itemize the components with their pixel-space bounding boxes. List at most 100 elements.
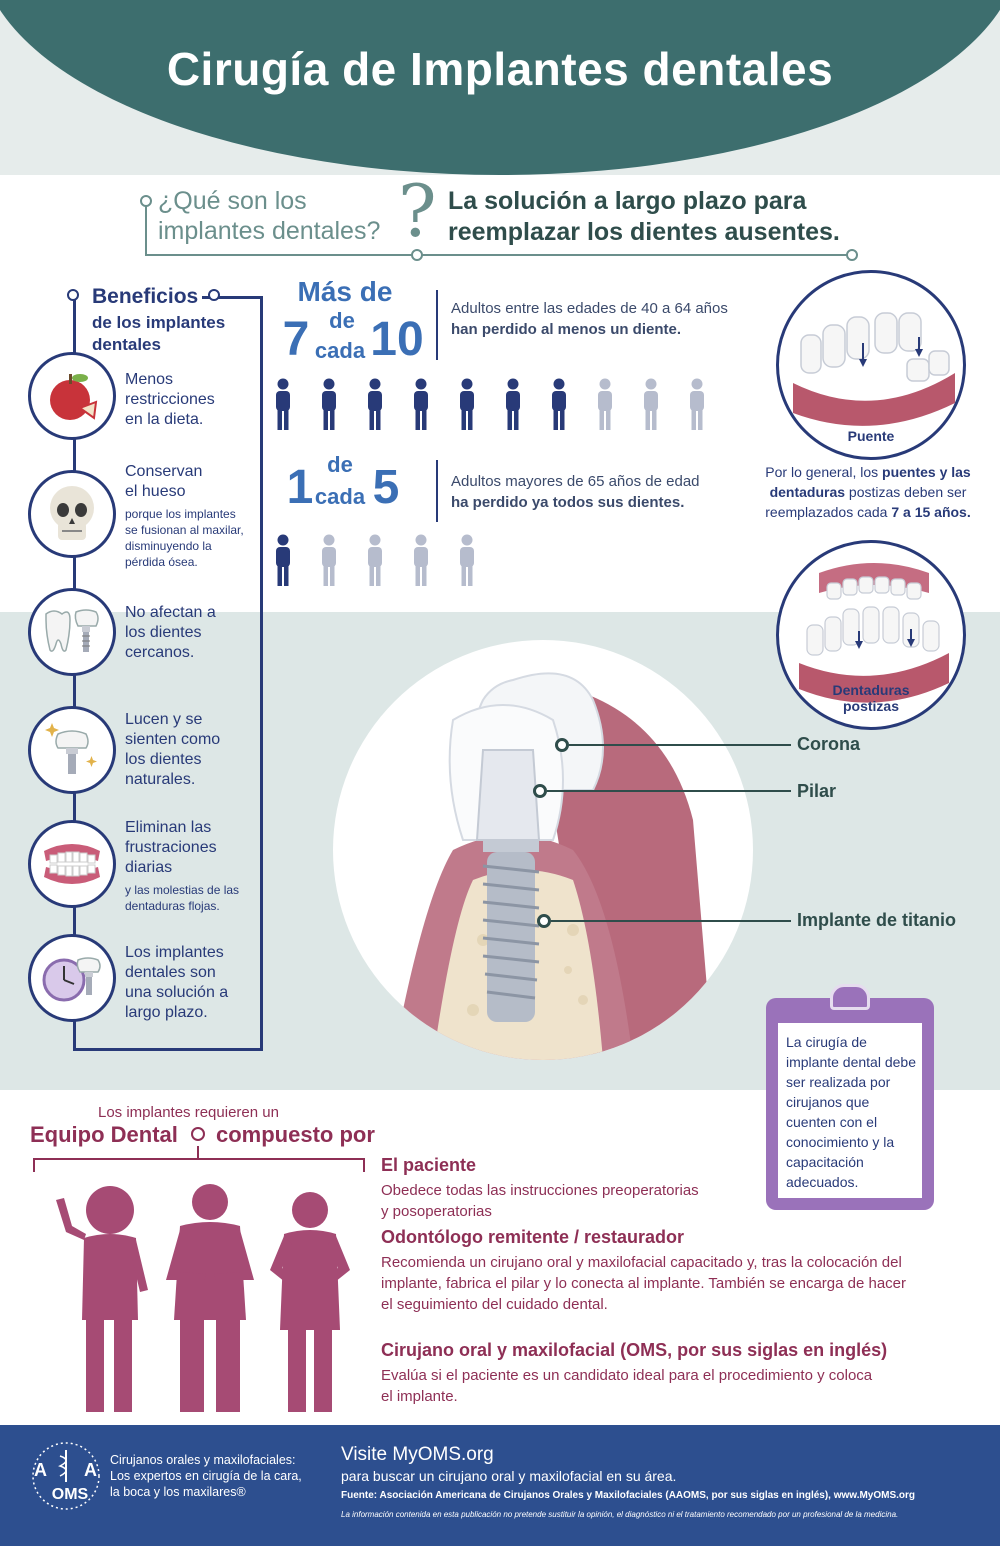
footer-org-line2: Los expertos en cirugía de la cara,	[110, 1469, 302, 1483]
role-surgeon: Cirujano oral y maxilofacial (OMS, por s…	[381, 1340, 961, 1407]
person-icon-stat1-filled-4	[412, 378, 430, 430]
benefit-5-line2: frustraciones	[125, 839, 217, 856]
benefit-6-line3: una solución a	[125, 984, 229, 1001]
dentures-label-line2: postizas	[842, 698, 899, 714]
role-dentist: Odontólogo remitente / restaurador Recom…	[381, 1227, 961, 1315]
footer-org-line3: la boca y los maxilares®	[110, 1485, 246, 1499]
person-icon-stat2-empty-3	[366, 534, 384, 586]
person-icon-stat2-empty-4	[412, 534, 430, 586]
stat1-description: Adultos entre las edades de 40 a 64 años…	[451, 298, 751, 340]
benefit-1-line2: restricciones	[125, 391, 215, 408]
benefit-6-line1: Los implantes	[125, 944, 224, 961]
question-mark-icon: ?	[398, 169, 437, 253]
person-icon-stat1-filled-6	[504, 378, 522, 430]
benefit-1-line3: en la dieta.	[125, 411, 204, 428]
benefit-2: Conservan el hueso porque los implantes …	[125, 462, 255, 570]
benefit-5-small: y las molestias de las dentaduras flojas…	[125, 883, 240, 913]
dentures-label-line1: Dentaduras	[832, 682, 910, 698]
benefit-5: Eliminan las frustraciones diarias y las…	[125, 818, 255, 914]
implant-label: Implante de titanio	[797, 910, 957, 930]
stat2-people	[274, 534, 494, 590]
stat1-de: de	[329, 308, 355, 333]
corona-leader	[569, 744, 791, 746]
benefit-2-line1: Conservan	[125, 463, 203, 480]
dentures-circle	[776, 540, 966, 730]
surgeon-silhouette	[270, 1192, 350, 1412]
person-icon-stat1-empty-10	[688, 378, 706, 430]
benefit-6-line2: dentales son	[125, 964, 216, 981]
stat2-denominator: 5	[372, 461, 400, 514]
question-left-line2: implantes dentales?	[158, 217, 381, 245]
benefit-3: No afectan a los dientes cercanos.	[125, 603, 255, 663]
role-dentist-desc1: Recomienda un cirujano oral y maxilofaci…	[381, 1254, 902, 1271]
person-icon-stat2-empty-5	[458, 534, 476, 586]
question-vertical-line	[145, 203, 147, 254]
role-patient-title: El paciente	[381, 1155, 477, 1175]
benefit-6: Los implantes dentales son una solución …	[125, 943, 255, 1023]
person-icon-stat1-filled-1	[274, 378, 292, 430]
implant-illustration	[393, 672, 713, 1060]
dentures-icon	[28, 820, 116, 908]
bridge-text-pre: Por lo general, los	[765, 464, 883, 480]
clipboard-paper	[778, 1023, 922, 1198]
stat1-denominator: 10	[370, 313, 424, 366]
benefit-4-line1: Lucen y se	[125, 711, 203, 728]
benefit-4-line4: naturales.	[125, 771, 196, 788]
role-surgeon-desc2: el implante.	[381, 1388, 458, 1405]
benefits-subtitle: de los implantes dentales	[92, 312, 252, 356]
stat2-de: de	[327, 452, 353, 477]
benefit-4-line2: sienten como	[125, 731, 221, 748]
team-title-left: Equipo Dental	[30, 1122, 178, 1147]
question-right-line2: reemplazar los dientes ausentes.	[448, 218, 840, 246]
footer-find: para buscar un cirujano oral y maxilofac…	[341, 1468, 677, 1484]
stat1-desc-line1: Adultos entre las edades de 40 a 64 años	[451, 300, 728, 317]
benefits-title: Beneficios	[92, 285, 199, 308]
role-patient-desc1: Obedece todas las instrucciones preopera…	[381, 1182, 699, 1199]
skull-icon	[28, 470, 116, 558]
benefit-5-line3: diarias	[125, 859, 173, 876]
apple-icon	[28, 352, 116, 440]
sparkle-tooth-icon	[28, 706, 116, 794]
benefit-4-line3: los dientes	[125, 751, 202, 768]
question-right-line1: La solución a largo plazo para	[448, 187, 807, 215]
bridge-text-bold1: puentes y las dentaduras	[769, 464, 971, 500]
question-right: La solución a largo plazo para reemplaza…	[448, 186, 868, 248]
benefits-top-rule	[202, 296, 263, 299]
stat1-mas-de: Más de	[297, 276, 393, 307]
pilar-leader	[547, 790, 791, 792]
logo-letter-a-right: A	[84, 1460, 97, 1480]
stat2-description: Adultos mayores de 65 años de edad ha pe…	[451, 471, 751, 513]
underline-dot-end	[846, 249, 858, 261]
benefit-1: Menos restricciones en la dieta.	[125, 370, 255, 430]
benefits-subtitle-line1: de los implantes	[92, 313, 226, 332]
bridge-text-mid: postizas deben ser reemplazados cada	[765, 484, 967, 520]
implant-leader	[551, 920, 791, 922]
clipboard-clip	[830, 984, 870, 1010]
person-icon-stat2-empty-2	[320, 534, 338, 586]
role-surgeon-desc1: Evalúa si el paciente es un candidato id…	[381, 1367, 873, 1384]
logo-oms: OMS	[51, 1486, 89, 1503]
benefits-dot-right	[208, 289, 220, 301]
benefit-3-line1: No afectan a	[125, 604, 216, 621]
stat2-cada: cada	[314, 484, 366, 509]
dentures-label: Dentaduras postizas	[776, 682, 966, 714]
role-dentist-desc3: el seguimiento del cuidado dental.	[381, 1296, 608, 1313]
aaoms-logo	[30, 1440, 102, 1512]
patient-silhouette	[56, 1186, 148, 1412]
stat1-cada: cada	[314, 338, 366, 363]
role-dentist-title: Odontólogo remitente / restaurador	[381, 1227, 685, 1247]
footer-disclaimer: La información contenida en esta publica…	[341, 1510, 899, 1519]
role-surgeon-title: Cirujano oral y maxilofacial (OMS, por s…	[381, 1340, 888, 1360]
question-dot	[140, 195, 152, 207]
bridge-replacement-text: Por lo general, los puentes y las dentad…	[762, 462, 974, 522]
person-icon-stat1-filled-3	[366, 378, 384, 430]
stat1-numerator: 7	[282, 313, 310, 366]
footer-visit-link[interactable]: Visite MyOMS.org	[341, 1444, 494, 1465]
dentist-silhouette	[166, 1184, 254, 1412]
benefit-2-small: porque los implantes se fusionan al maxi…	[125, 507, 244, 569]
footer-org-line1: Cirujanos orales y maxilofaciales:	[110, 1453, 296, 1467]
team-bracket	[33, 1158, 365, 1172]
stat1-divider	[436, 290, 438, 360]
implant-pointer-dot	[537, 914, 551, 928]
benefit-3-line2: los dientes	[125, 624, 202, 641]
